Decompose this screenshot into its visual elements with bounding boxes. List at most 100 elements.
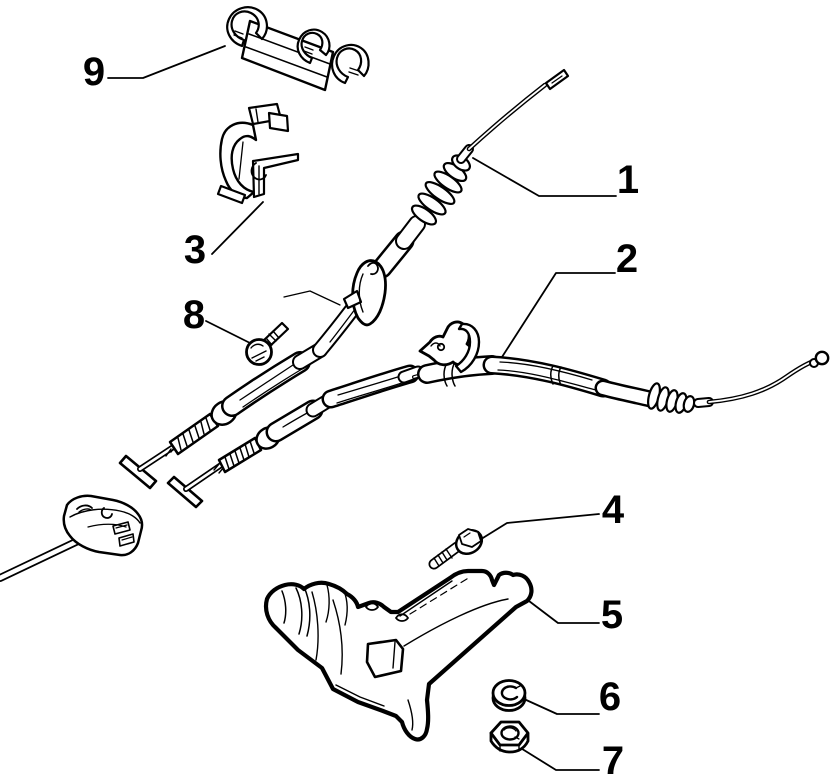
cable1-sheath-fill [223,353,309,415]
callout-leader-lines [107,45,617,771]
cable1-boot-base-fill [397,217,424,248]
leader-line-6 [523,698,600,715]
connector-slot-mark-2 [78,508,92,513]
cable2-sheath3-detail [497,361,597,391]
part-4-flange-bolt [428,528,484,570]
callout-labels: 1 2 3 4 5 6 7 8 9 [83,50,639,776]
cable2-sheath4-fill [597,382,656,405]
clamp-right-clip-a-hatch [303,46,314,55]
part-1-brake-cable [118,68,570,490]
bracket5-arm-crease [403,598,509,647]
clamp-right-clip-b-hatch [348,67,360,76]
bolt4-shaft-fill [430,543,461,568]
cable1-spring-coils [177,417,211,451]
part-3-support-bracket [216,102,300,205]
bracket3-shelf [251,152,300,199]
cable2-equalizer-lever [418,320,474,367]
cable2-spring [217,436,263,474]
bracket5-hole [365,638,405,679]
callout-label-9: 9 [83,50,105,94]
cable1-sheath-detail [239,362,303,408]
clamp-right-clip-a [296,28,331,65]
cable2-t-handle [166,475,204,509]
cable2-end-ball [814,350,830,366]
connector-c-mark [100,507,113,519]
screw8-head [245,338,273,366]
part-9-double-cable-clamp [226,6,370,92]
bracket3-hook-detail [250,162,267,181]
clamp-right-clip-b [330,43,370,85]
callout-label-8: 8 [183,293,205,337]
connector-rod-fill [0,537,83,581]
nut-thread-marks [503,727,520,740]
callout-label-4: 4 [602,488,625,532]
leader-line-3 [211,201,264,255]
cable1-inner-wire-fill [468,84,546,150]
cable1-t-handle [118,454,158,490]
bolt4-hex-head [458,528,482,548]
leader-line-9 [107,45,226,79]
cable-connector-block [0,494,144,582]
cable2-equalizer-strap [454,322,481,374]
callout-label-6: 6 [599,675,621,719]
bracket5-top-contours [325,584,348,626]
clamp-left-clip-hatch [233,30,244,39]
leader-line-8-to-clip [283,290,341,306]
callout-label-7: 7 [602,739,624,776]
cable2-inner-wire-fill [708,359,818,403]
bolt4-threads [433,548,453,567]
cable1-clip-detail [358,273,364,313]
nut-facet-lines [499,744,520,752]
connector-side-slot-1-line [115,524,128,529]
leader-line-4 [477,513,600,542]
cable2-rod-fill [184,461,226,491]
washer-top [491,679,527,707]
bracket3-foot [216,184,247,205]
cable1-boot-rib-3 [424,180,456,206]
leader-line-8 [205,320,251,344]
leader-line-5 [528,600,600,624]
cable1-spring [168,412,220,456]
leader-line-1 [472,157,617,197]
callout-label-2: 2 [616,237,638,281]
cable1-mounting-clip [351,259,387,327]
leader-line-7 [518,746,600,771]
bracket5-hidden-line [409,576,471,615]
callout-label-1: 1 [617,158,639,202]
connector-shade-line [87,523,127,528]
callout-label-3: 3 [184,228,206,272]
connector-side-slot-2-line [121,536,133,541]
washer-split-tick [515,685,521,689]
cable2-sheath3-ridges [550,365,562,386]
part-8-clip-screw [245,321,290,366]
cable2-spring-coils [224,440,255,470]
bolt4-hex-facet [463,532,471,538]
callout-label-5: 5 [601,593,623,637]
bracket5-flow-lines [311,591,343,675]
bracket5-arm-inner-edge [399,580,453,617]
leader-line-2 [501,272,616,358]
connector-top-crease [69,508,141,524]
bracket3-side-tab [267,111,290,133]
bracket5-tail-line [407,699,414,731]
cable1-clip-hook [367,261,379,276]
part-7-hex-nut [489,720,530,754]
cable2-cone-fill [399,367,423,382]
screw8-threads [265,330,280,346]
bracket5-hole-edge [392,641,396,669]
bracket5-wedge-arcs [281,586,311,637]
cable2-inner-wire-outline [706,357,820,405]
part-5-support-bracket [263,568,534,742]
cable1-boot-rib-1 [410,204,438,226]
cable2-equalizer-detail [430,342,441,347]
bracket3-top-tab-fold [255,108,259,123]
screw8-head-detail [250,343,267,362]
washer-split-ring [500,685,519,701]
bracket3-contour [238,141,244,180]
bracket5-slot-marks [365,602,409,622]
part-2-brake-cable [166,320,830,509]
cable1-end-fitting-line [551,75,563,84]
part-6-washer [491,679,527,712]
